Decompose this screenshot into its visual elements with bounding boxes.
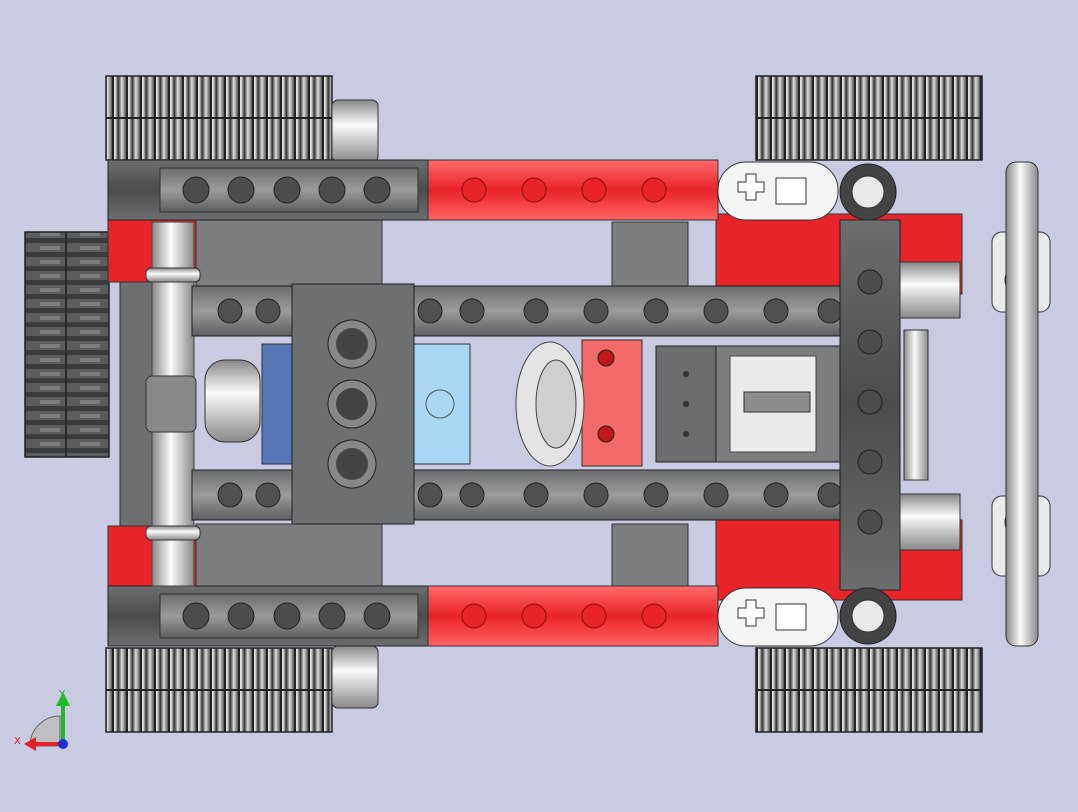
x-axis-label: X bbox=[14, 736, 21, 747]
front-left-wheel[interactable] bbox=[755, 75, 983, 161]
y-axis-label: Y bbox=[58, 689, 66, 700]
rear-axle bbox=[145, 221, 261, 587]
white-engine-block bbox=[715, 345, 841, 463]
light-blue-tile bbox=[411, 343, 471, 465]
front-right-wheel[interactable] bbox=[755, 647, 983, 733]
gray-technic-block bbox=[655, 345, 717, 463]
rear-hub-bottom bbox=[331, 645, 379, 709]
rear-hub-top bbox=[331, 99, 379, 163]
front-axle bbox=[1005, 161, 1039, 647]
white-connector-bottom bbox=[717, 587, 839, 647]
red-small-bricks bbox=[597, 349, 615, 443]
y-axis-arrow bbox=[56, 692, 70, 706]
x-axis-arrow bbox=[24, 737, 36, 751]
rear-left-wheel[interactable] bbox=[105, 75, 333, 161]
bottom-side-beam bbox=[107, 585, 719, 647]
white-connector-top bbox=[717, 161, 839, 221]
coordinate-triad: Y X bbox=[14, 689, 70, 751]
front-vertical-beam bbox=[839, 163, 901, 645]
z-axis-dot bbox=[58, 739, 68, 749]
center-beam-bottom bbox=[191, 469, 847, 521]
top-side-beam bbox=[107, 159, 719, 221]
rear-right-wheel[interactable] bbox=[105, 647, 333, 733]
gear-disc bbox=[515, 341, 585, 467]
spare-wheel[interactable] bbox=[24, 231, 110, 458]
technic-plate-center bbox=[291, 283, 415, 525]
center-beam-top bbox=[191, 285, 847, 337]
